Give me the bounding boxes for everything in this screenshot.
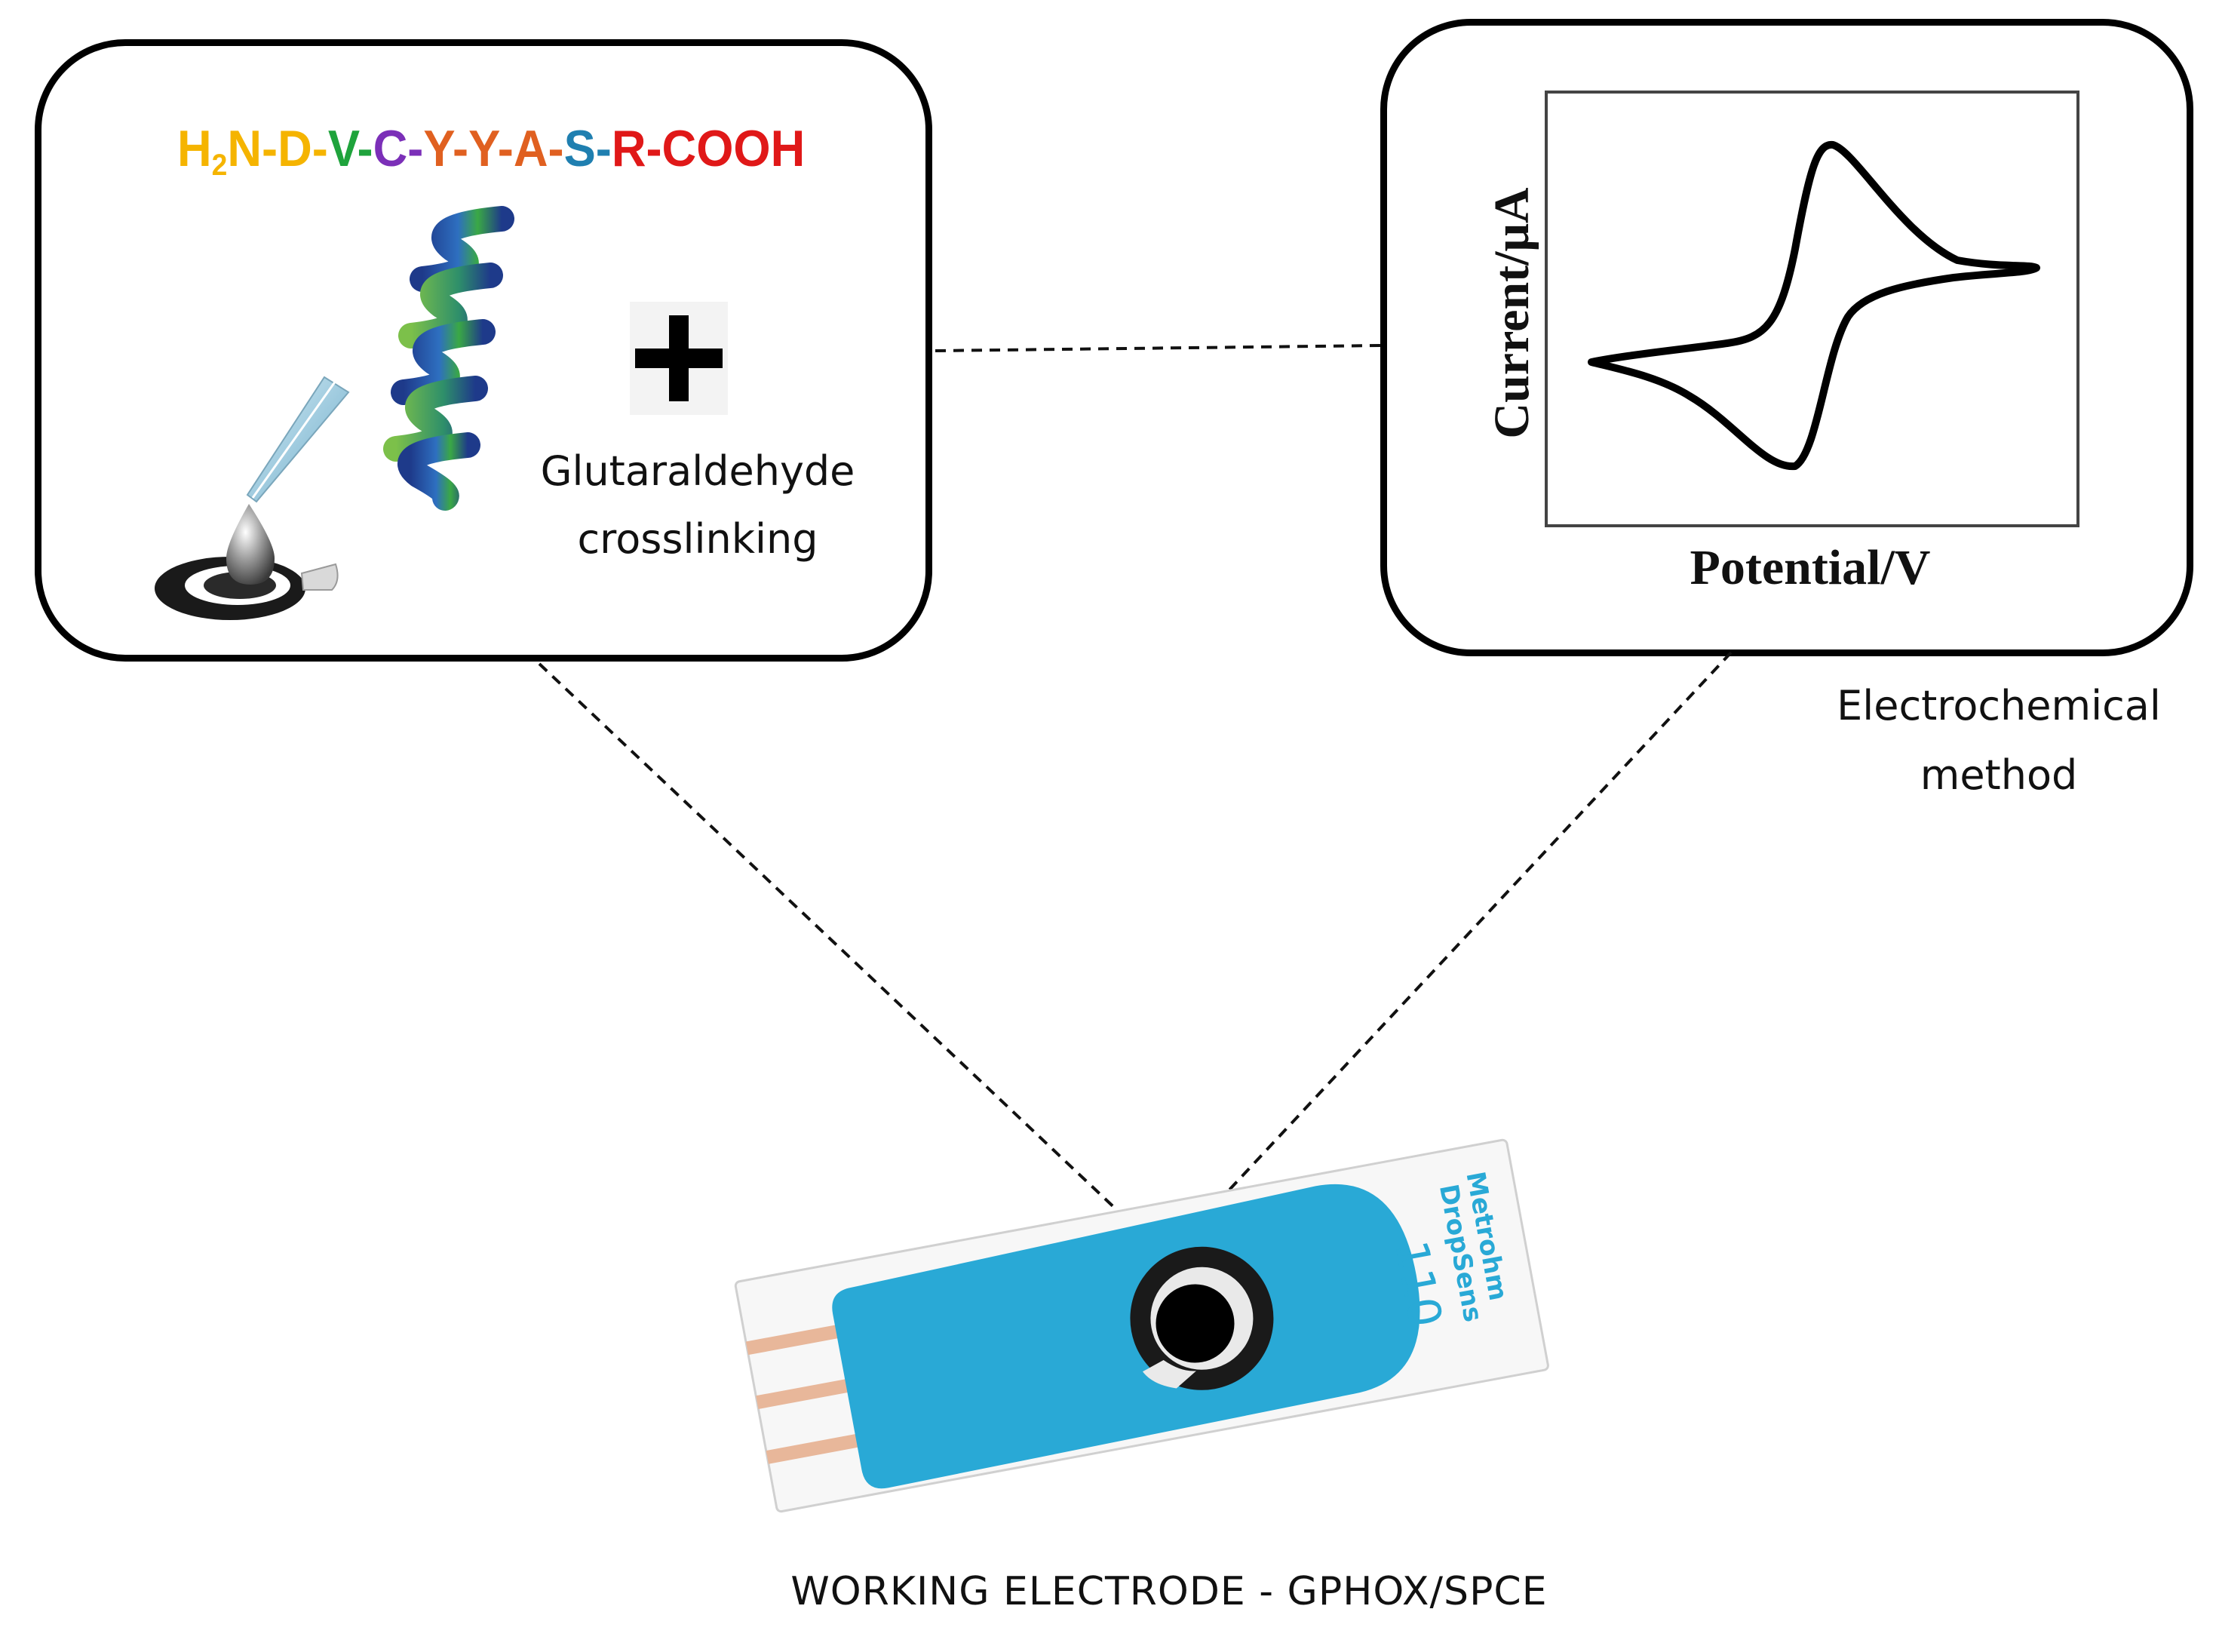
- electrode-printing: Metrohm DropSens 110: [1384, 1169, 1513, 1331]
- alpha-helix-icon: [383, 206, 514, 511]
- plus-icon: [630, 302, 728, 415]
- peptide-residue: S-: [563, 120, 612, 177]
- peptide-residue: 2: [211, 149, 228, 182]
- connector-panels: [935, 344, 1381, 352]
- voltammogram-plot: [1545, 91, 2079, 527]
- peptide-residue: Y-Y-: [423, 120, 514, 177]
- crosslinking-label-line2: crosslinking: [577, 515, 818, 563]
- working-electrode-disk: [1156, 1284, 1235, 1363]
- peptide-residue: C-: [373, 120, 424, 177]
- cv-curve: [1588, 140, 2040, 471]
- peptide-residue: H: [177, 120, 212, 177]
- peptide-residue: D-: [278, 120, 328, 177]
- plot-frame: [1545, 91, 2079, 527]
- screen-printed-electrode: Metrohm DropSens 110: [734, 1138, 1549, 1513]
- electrode-caption: WORKING ELECTRODE - GPHOX/SPCE: [790, 1569, 1548, 1614]
- immobilization-panel: [35, 39, 932, 662]
- x-axis-label: Potential/V: [1690, 540, 1931, 595]
- connector-left-electrode: [538, 662, 1163, 1254]
- connector-right-electrode: [1198, 651, 1733, 1224]
- peptide-residue: V-: [327, 120, 373, 177]
- peptide-residue: A-: [513, 120, 564, 177]
- method-label-line2: method: [1920, 751, 2078, 799]
- peptide-sequence: H2N-D-V-C-Y-Y-A-S-R-COOH: [177, 119, 805, 183]
- crosslinking-label-line1: Glutaraldehyde: [540, 447, 855, 495]
- electrode-blue-body: [832, 1184, 1420, 1489]
- pipette-drop-icon: [155, 376, 350, 620]
- drop-icon: [226, 504, 275, 585]
- crosslinking-label: Glutaraldehyde crosslinking: [490, 438, 905, 573]
- connector-lines: [538, 344, 1733, 1254]
- peptide-residue: N-: [227, 120, 278, 177]
- peptide-residue: R-COOH: [611, 120, 806, 177]
- method-label: Electrochemical method: [1795, 671, 2202, 810]
- method-label-line1: Electrochemical: [1837, 682, 2161, 729]
